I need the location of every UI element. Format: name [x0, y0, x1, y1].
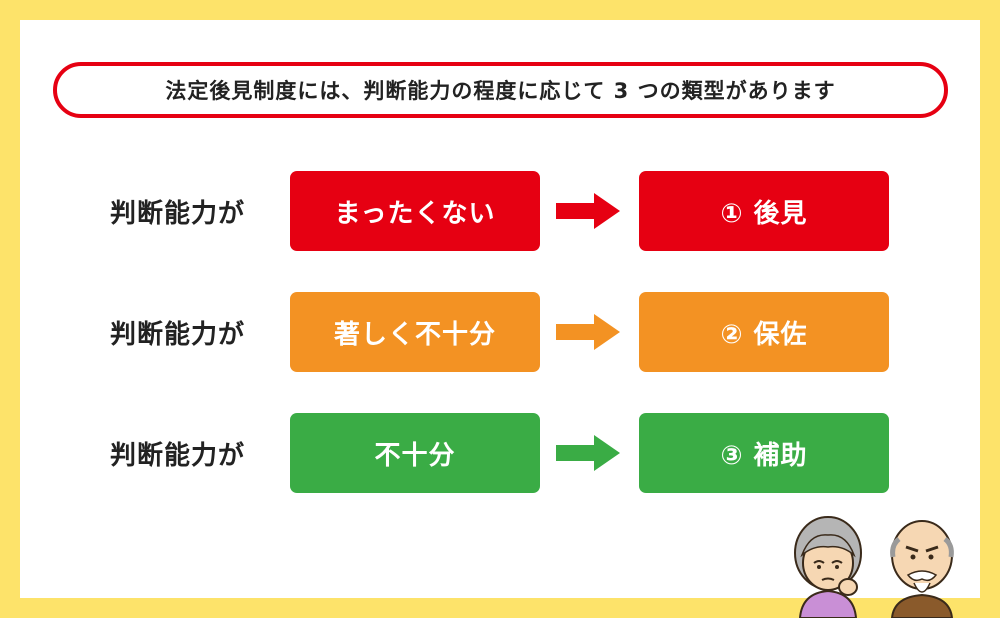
row-label-3: 判断能力が [110, 440, 246, 471]
condition-box-2: 著しく不十分 [290, 292, 540, 372]
arrow-right-icon [556, 314, 620, 350]
elderly-woman-icon [794, 516, 862, 618]
type-box-1: ① 後見 [639, 171, 889, 251]
type-text-3: ③ 補助 [720, 440, 808, 471]
condition-text-1: まったくない [334, 198, 496, 229]
type-box-2: ② 保佐 [639, 292, 889, 372]
header-banner: 法定後見制度には、判断能力の程度に応じて 3 つの類型があります [53, 62, 948, 118]
type-box-3: ③ 補助 [639, 413, 889, 493]
elderly-man-icon [890, 520, 954, 618]
arrow-right-icon [556, 193, 620, 229]
type-text-1: ① 後見 [720, 198, 808, 229]
type-text-2: ② 保佐 [720, 319, 808, 350]
condition-text-3: 不十分 [374, 440, 456, 471]
header-text: 法定後見制度には、判断能力の程度に応じて 3 つの類型があります [165, 79, 836, 103]
row-label-1: 判断能力が [110, 198, 246, 229]
arrow-right-icon [556, 435, 620, 471]
condition-box-1: まったくない [290, 171, 540, 251]
condition-box-3: 不十分 [290, 413, 540, 493]
condition-text-2: 著しく不十分 [333, 319, 496, 350]
elderly-couple-illustration [794, 516, 954, 618]
row-label-2: 判断能力が [110, 319, 246, 350]
